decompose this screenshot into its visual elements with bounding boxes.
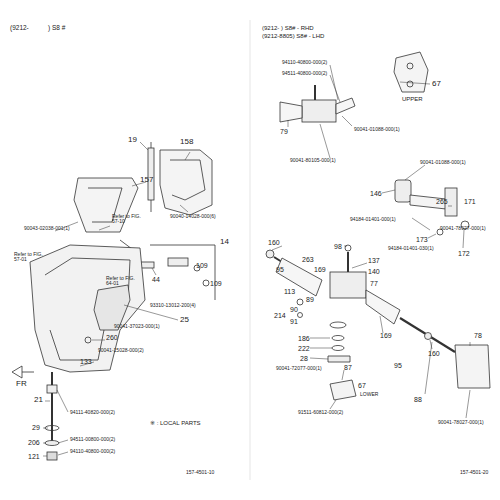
callout-number: 44 — [152, 276, 160, 283]
part-number: 91511-60812-000(2) — [298, 410, 343, 415]
bracket-158 — [160, 150, 212, 215]
model-range: (9212- ) S8# - RHD — [262, 25, 314, 31]
part-number: 90041-80105-000(1) — [290, 158, 336, 163]
part-number: 94184-01401-000(1) — [350, 217, 396, 222]
callout-number: 260 — [106, 334, 118, 341]
part-number: 90041-15028-000(2) — [98, 348, 144, 353]
callout-number: 265 — [436, 198, 448, 205]
callout-number: 146 — [370, 190, 382, 197]
callout-number: 158 — [180, 138, 193, 146]
part-number: 90041-78027-000(1) — [440, 226, 486, 231]
part-number: 94511-00800-000(2) — [70, 437, 115, 442]
leader-lines — [272, 65, 470, 418]
callout-number: 137 — [368, 257, 380, 264]
model-range: ) S8 # — [48, 25, 65, 32]
callout-number: 67 — [432, 80, 441, 88]
pedal-bracket-detail — [45, 258, 130, 360]
callout-number: 77 — [370, 280, 378, 287]
callout-number: 67 — [358, 382, 366, 389]
note-label: UPPER — [402, 96, 423, 102]
callout-number: 121 — [28, 453, 40, 460]
callout-number: 169 — [380, 332, 392, 339]
shaft-21 — [45, 372, 59, 460]
callout-number: 172 — [458, 250, 470, 257]
pedal-bracket — [30, 245, 145, 372]
callout-number: 78 — [474, 332, 482, 339]
callout-number: 222 — [298, 345, 310, 352]
part-number: 93310-13012-200(4) — [150, 303, 196, 308]
model-range: (9212- — [10, 25, 29, 32]
callout-number: 89 — [306, 296, 314, 303]
callout-number: 173 — [416, 236, 428, 243]
part-number: 94184-01401-030(1) — [388, 246, 434, 251]
figure-number: 157-4501-10 — [186, 470, 214, 475]
plate-67-upper — [394, 52, 428, 92]
part-number: 90041-78027-000(1) — [438, 420, 484, 425]
note-label: LOWER — [360, 392, 378, 397]
callout-number: 186 — [298, 335, 310, 342]
part-number: 90041-37023-000(1) — [114, 324, 160, 329]
callout-number: 98 — [334, 243, 342, 250]
reference-note: Refer to FIG. 57-01 — [14, 252, 46, 263]
callout-number: 133 — [80, 358, 92, 365]
part-260 — [85, 337, 91, 343]
callout-number: 214 — [274, 312, 286, 319]
leader-lines — [43, 142, 190, 456]
callout-number: 14 — [220, 238, 229, 246]
callout-number: 90 — [290, 306, 298, 313]
callout-number: 95 — [276, 266, 284, 273]
callout-number: 87 — [344, 364, 352, 371]
part-number: 90041-01088-000(1) — [354, 127, 400, 132]
part-number: 94110-40800-000(2) — [282, 60, 327, 65]
model-range: (9212-8805) S8# - LHD — [262, 33, 324, 39]
callout-number: 157 — [140, 176, 153, 184]
callout-number: 263 — [302, 256, 314, 263]
callout-number: 21 — [34, 396, 43, 404]
bracket-157 — [74, 178, 138, 232]
figure-number: 157-4501-20 — [460, 470, 488, 475]
callout-number: 109 — [210, 280, 222, 287]
bracket-158-detail — [170, 160, 205, 200]
part-number: 90043-02038-001(1) — [24, 226, 70, 231]
reference-note: Refer to FIG. 64-01 — [106, 276, 140, 287]
part-number: 90041-72077-000(1) — [276, 366, 322, 371]
callout-number: 169 — [314, 266, 326, 273]
callout-number: 88 — [414, 396, 422, 403]
part-number: 94511-40800-000(2) — [282, 71, 327, 76]
callout-number: 91 — [290, 318, 298, 325]
callout-number: 25 — [180, 316, 189, 324]
callout-number: 140 — [368, 268, 380, 275]
callout-number: 19 — [128, 136, 137, 144]
callout-number: 206 — [28, 439, 40, 446]
note-label: ※ : LOCAL PARTS — [150, 420, 201, 426]
reference-note: Refer to FIG. 57-10 — [112, 214, 142, 225]
part-number: 94111-40820-000(2) — [70, 410, 115, 415]
callout-number: 113 — [284, 288, 295, 295]
callout-number: 160 — [268, 239, 280, 246]
lower-gearbox — [266, 245, 490, 400]
callout-number: 28 — [300, 355, 308, 362]
callout-number: 160 — [428, 350, 440, 357]
upper-gearbox — [280, 85, 355, 122]
callout-number: 171 — [464, 198, 476, 205]
callout-number: 29 — [32, 424, 40, 431]
note-label: FR — [16, 380, 27, 388]
callout-number: 95 — [394, 362, 402, 369]
part-number: 90041-01088-000(1) — [420, 160, 466, 165]
part-number: 94110-40800-000(2) — [70, 449, 115, 454]
callout-number: 109 — [196, 262, 208, 269]
fr-arrow — [12, 366, 22, 378]
part-number: 90040-14028-000(6) — [170, 214, 216, 219]
divider — [250, 20, 251, 480]
callout-number: 79 — [280, 128, 288, 135]
